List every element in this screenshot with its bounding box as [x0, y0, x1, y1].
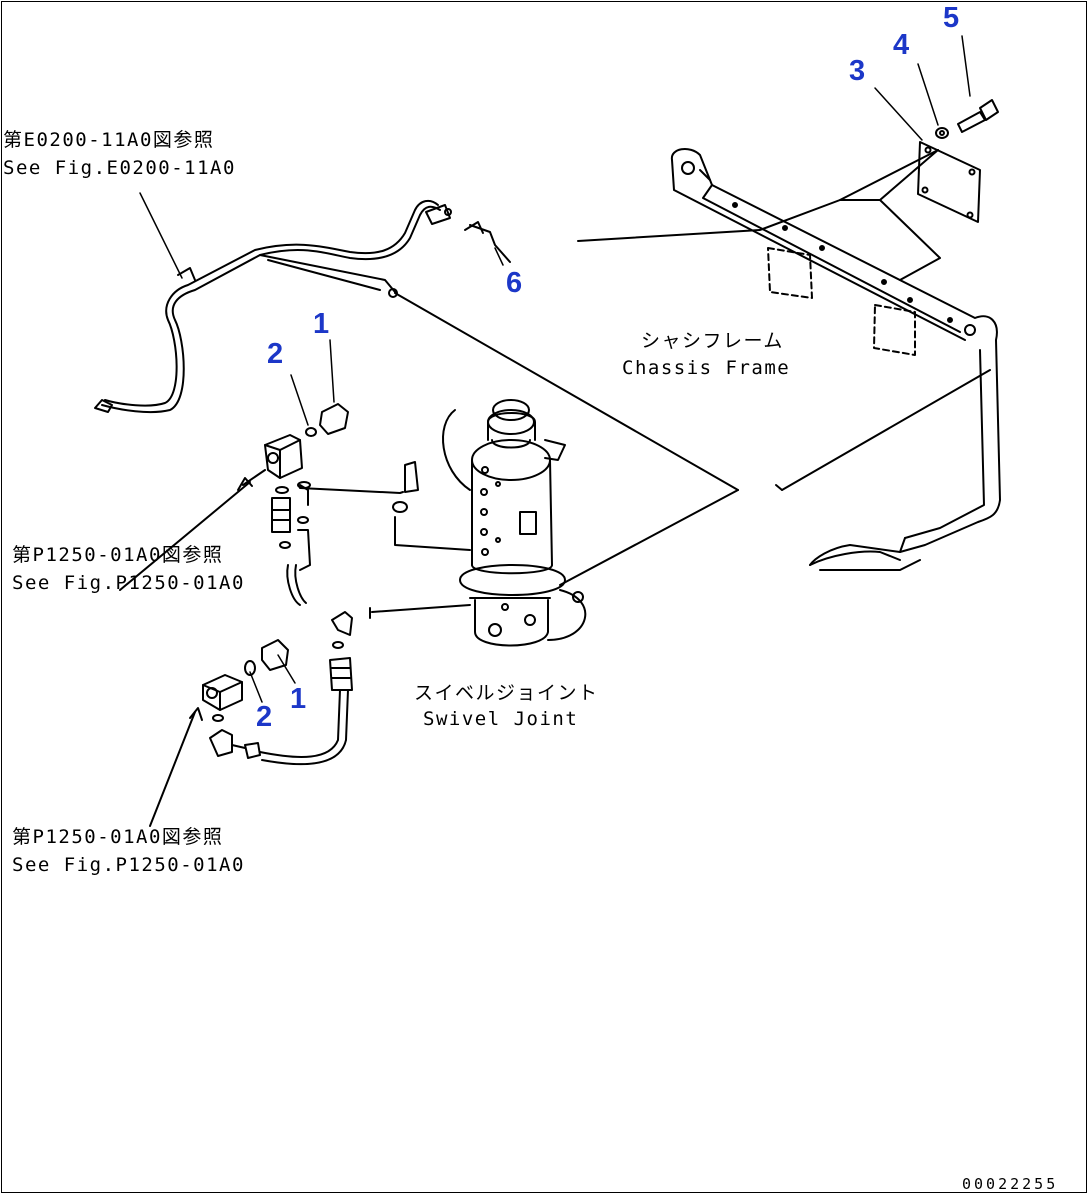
- chassis-frame-ja: シャシフレーム: [641, 330, 784, 352]
- wiring-harness-drawing: [94, 199, 739, 491]
- callout-3: 3: [849, 55, 866, 87]
- callout-2-lower: 2: [256, 701, 273, 733]
- ref-electrical-ja: 第E0200-11A0図参照: [3, 129, 215, 151]
- callout-2-upper: 2: [267, 338, 284, 370]
- callout-4: 4: [893, 29, 910, 61]
- ref-electrical-en: See Fig.E0200-11A0: [3, 157, 236, 179]
- swivel-joint-ja: スイベルジョイント: [414, 682, 599, 704]
- swivel-joint-drawing: [442, 399, 739, 647]
- swivel-joint-en: Swivel Joint: [423, 708, 579, 730]
- callout-1-lower: 1: [290, 683, 307, 715]
- ref-hydraulic-lower-ja: 第P1250-01A0図参照: [12, 826, 224, 848]
- drawing-number: 00022255: [962, 1175, 1059, 1193]
- ref-hydraulic-lower-en: See Fig.P1250-01A0: [12, 854, 245, 876]
- callout-6: 6: [506, 267, 523, 299]
- ref-hydraulic-upper-ja: 第P1250-01A0図参照: [12, 544, 224, 566]
- lower-hydraulic-parts: [149, 639, 353, 827]
- ref-hydraulic-upper-en: See Fig.P1250-01A0: [12, 572, 245, 594]
- callout-1-upper: 1: [313, 308, 330, 340]
- callout-5: 5: [943, 2, 960, 34]
- chassis-frame-en: Chassis Frame: [622, 357, 791, 379]
- callout-leaders: [139, 35, 971, 703]
- upper-hydraulic-parts: [119, 403, 471, 649]
- chassis-frame-drawing: [577, 99, 1001, 571]
